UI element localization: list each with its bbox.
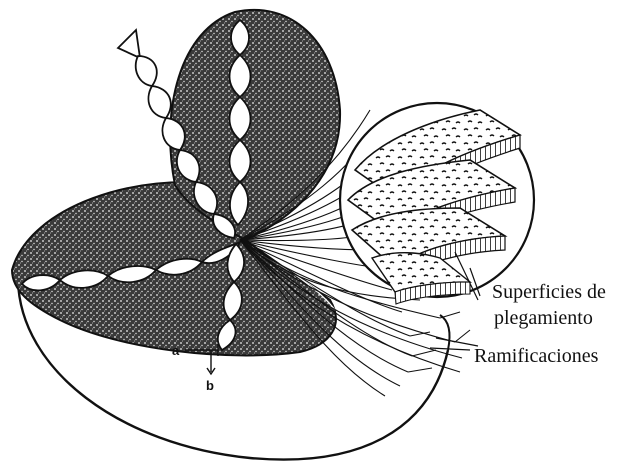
magnified-inset	[340, 103, 534, 304]
mark-a: a	[172, 343, 180, 358]
label-branches: Ramificaciones	[474, 345, 599, 367]
vertical-lamella-plane	[170, 10, 340, 240]
label-folding-surfaces-line1: Superficies de	[492, 281, 606, 303]
label-folding-surfaces-line2: plegamiento	[494, 307, 593, 329]
hemisphere-right-edge	[440, 315, 450, 350]
mark-b: b	[206, 378, 214, 393]
